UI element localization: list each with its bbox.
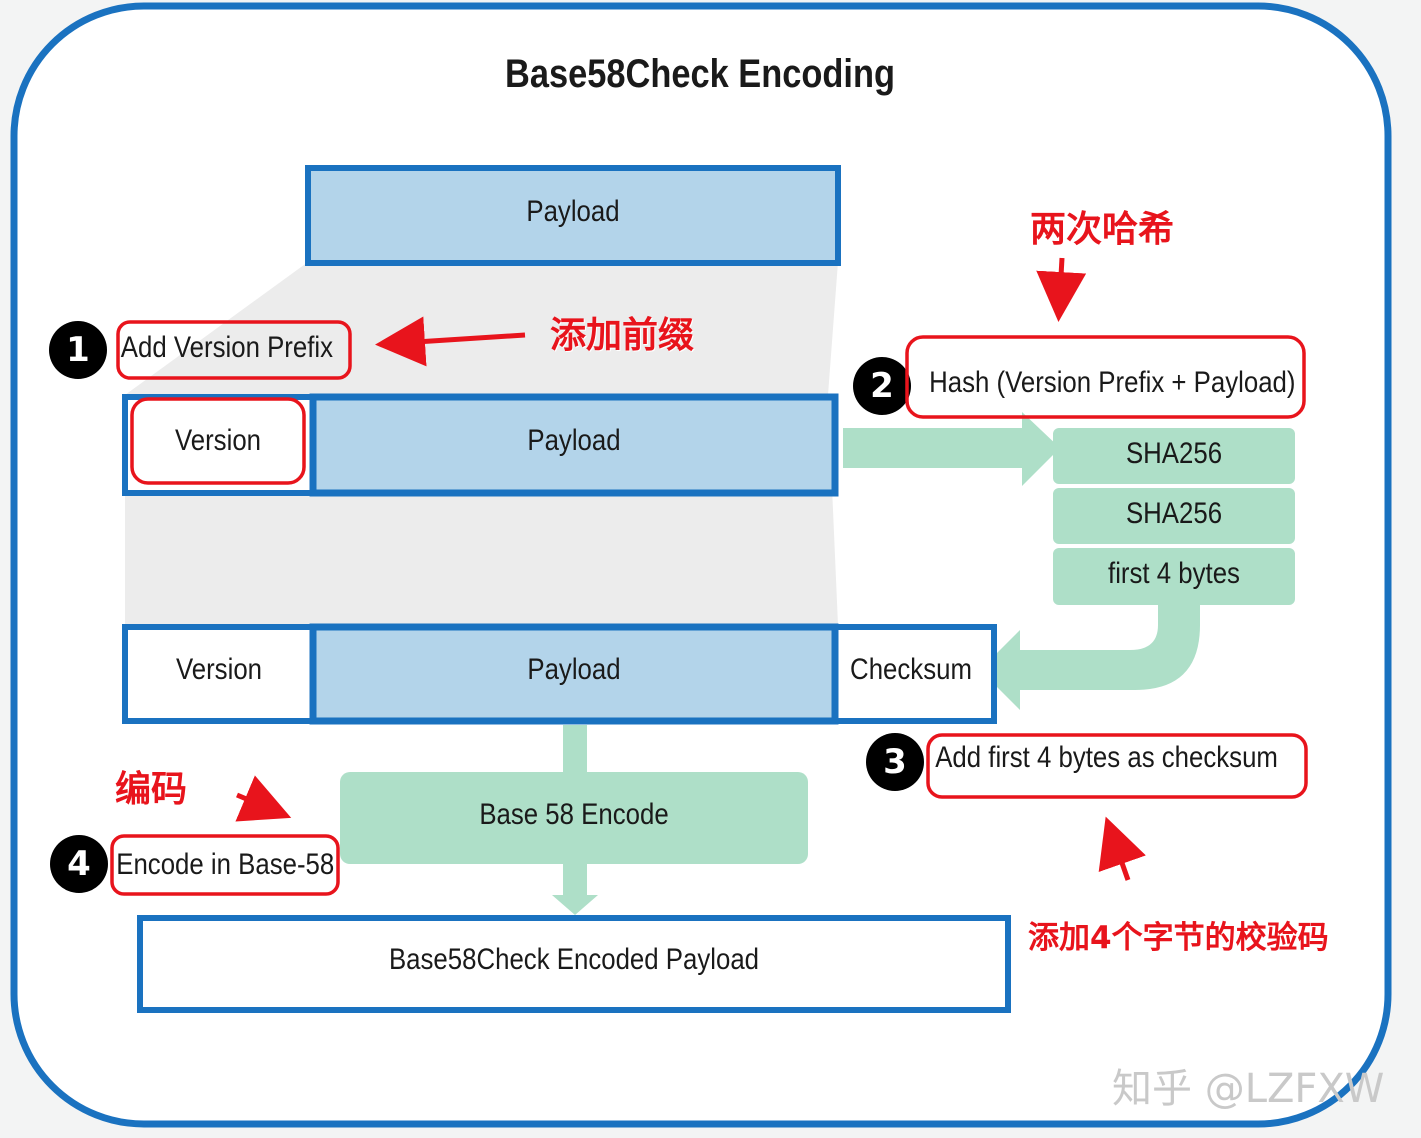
double-hash-annotation: 两次哈希 <box>1030 209 1175 250</box>
payload-block-2 <box>309 623 839 725</box>
encoded-payload-block <box>137 915 1011 1013</box>
checksum-block <box>831 624 997 724</box>
checksum-annotation-arrow <box>1098 816 1146 881</box>
step-4-label: Encode in Base-58 <box>116 848 335 881</box>
sha256-step-1 <box>1053 428 1295 484</box>
diagram-title: Base58Check Encoding <box>504 52 896 96</box>
step-1-label: Add Version Prefix <box>120 331 334 364</box>
step-4-badge <box>50 835 108 893</box>
prefix-annotation: 添加前缀 <box>550 315 695 356</box>
sha256-label-2: SHA256 <box>1125 497 1223 530</box>
prefix-annotation-arrow <box>375 316 526 367</box>
step-2-label: Hash (Version Prefix + Payload) <box>929 366 1296 399</box>
version-highlight <box>130 397 306 485</box>
step-1-badge <box>49 321 107 379</box>
hash-input-arrow <box>843 412 1060 486</box>
version-label-1: Version <box>174 424 262 457</box>
base58-encode-block <box>340 772 808 864</box>
encode-connector <box>563 725 587 775</box>
first-4-bytes-step <box>1053 548 1295 605</box>
checksum-label: Checksum <box>850 653 972 686</box>
payload-top-label: Payload <box>526 195 620 228</box>
checksum-return-arrow <box>980 605 1200 710</box>
sha256-label-1: SHA256 <box>1125 437 1223 470</box>
payload-label-2: Payload <box>527 653 621 686</box>
step-3-number: 3 <box>883 742 907 782</box>
step-4-highlight <box>110 834 340 896</box>
add-checksum-annotation: 添加4个字节的校验码 <box>1028 920 1329 956</box>
payload-top-block <box>305 165 841 266</box>
sha256-step-2 <box>1053 488 1295 544</box>
version-label-2: Version <box>175 653 263 686</box>
first-4-bytes-label: first 4 bytes <box>1108 557 1240 590</box>
step-1-number: 1 <box>66 330 90 370</box>
encode-annotation-arrow <box>235 775 292 822</box>
step-2-badge <box>853 357 911 415</box>
encoded-payload-label: Base58Check Encoded Payload <box>388 943 760 976</box>
watermark: 知乎 @LZFXW <box>1112 1066 1385 1112</box>
step-2-number: 2 <box>870 366 894 406</box>
encode-annotation: 编码 <box>115 769 188 810</box>
double-hash-annotation-arrow <box>1036 257 1087 322</box>
step-1-highlight <box>116 320 352 380</box>
step-3-label: Add first 4 bytes as checksum <box>935 741 1278 774</box>
step-3-badge <box>866 733 924 791</box>
step-4-number: 4 <box>67 844 91 884</box>
step-2-highlight <box>905 335 1306 419</box>
base58-encode-label: Base 58 Encode <box>479 798 669 831</box>
step-3-highlight <box>926 733 1308 799</box>
encode-output-arrow <box>552 864 598 915</box>
payload-block-1 <box>309 393 839 497</box>
payload-label-1: Payload <box>527 424 621 457</box>
